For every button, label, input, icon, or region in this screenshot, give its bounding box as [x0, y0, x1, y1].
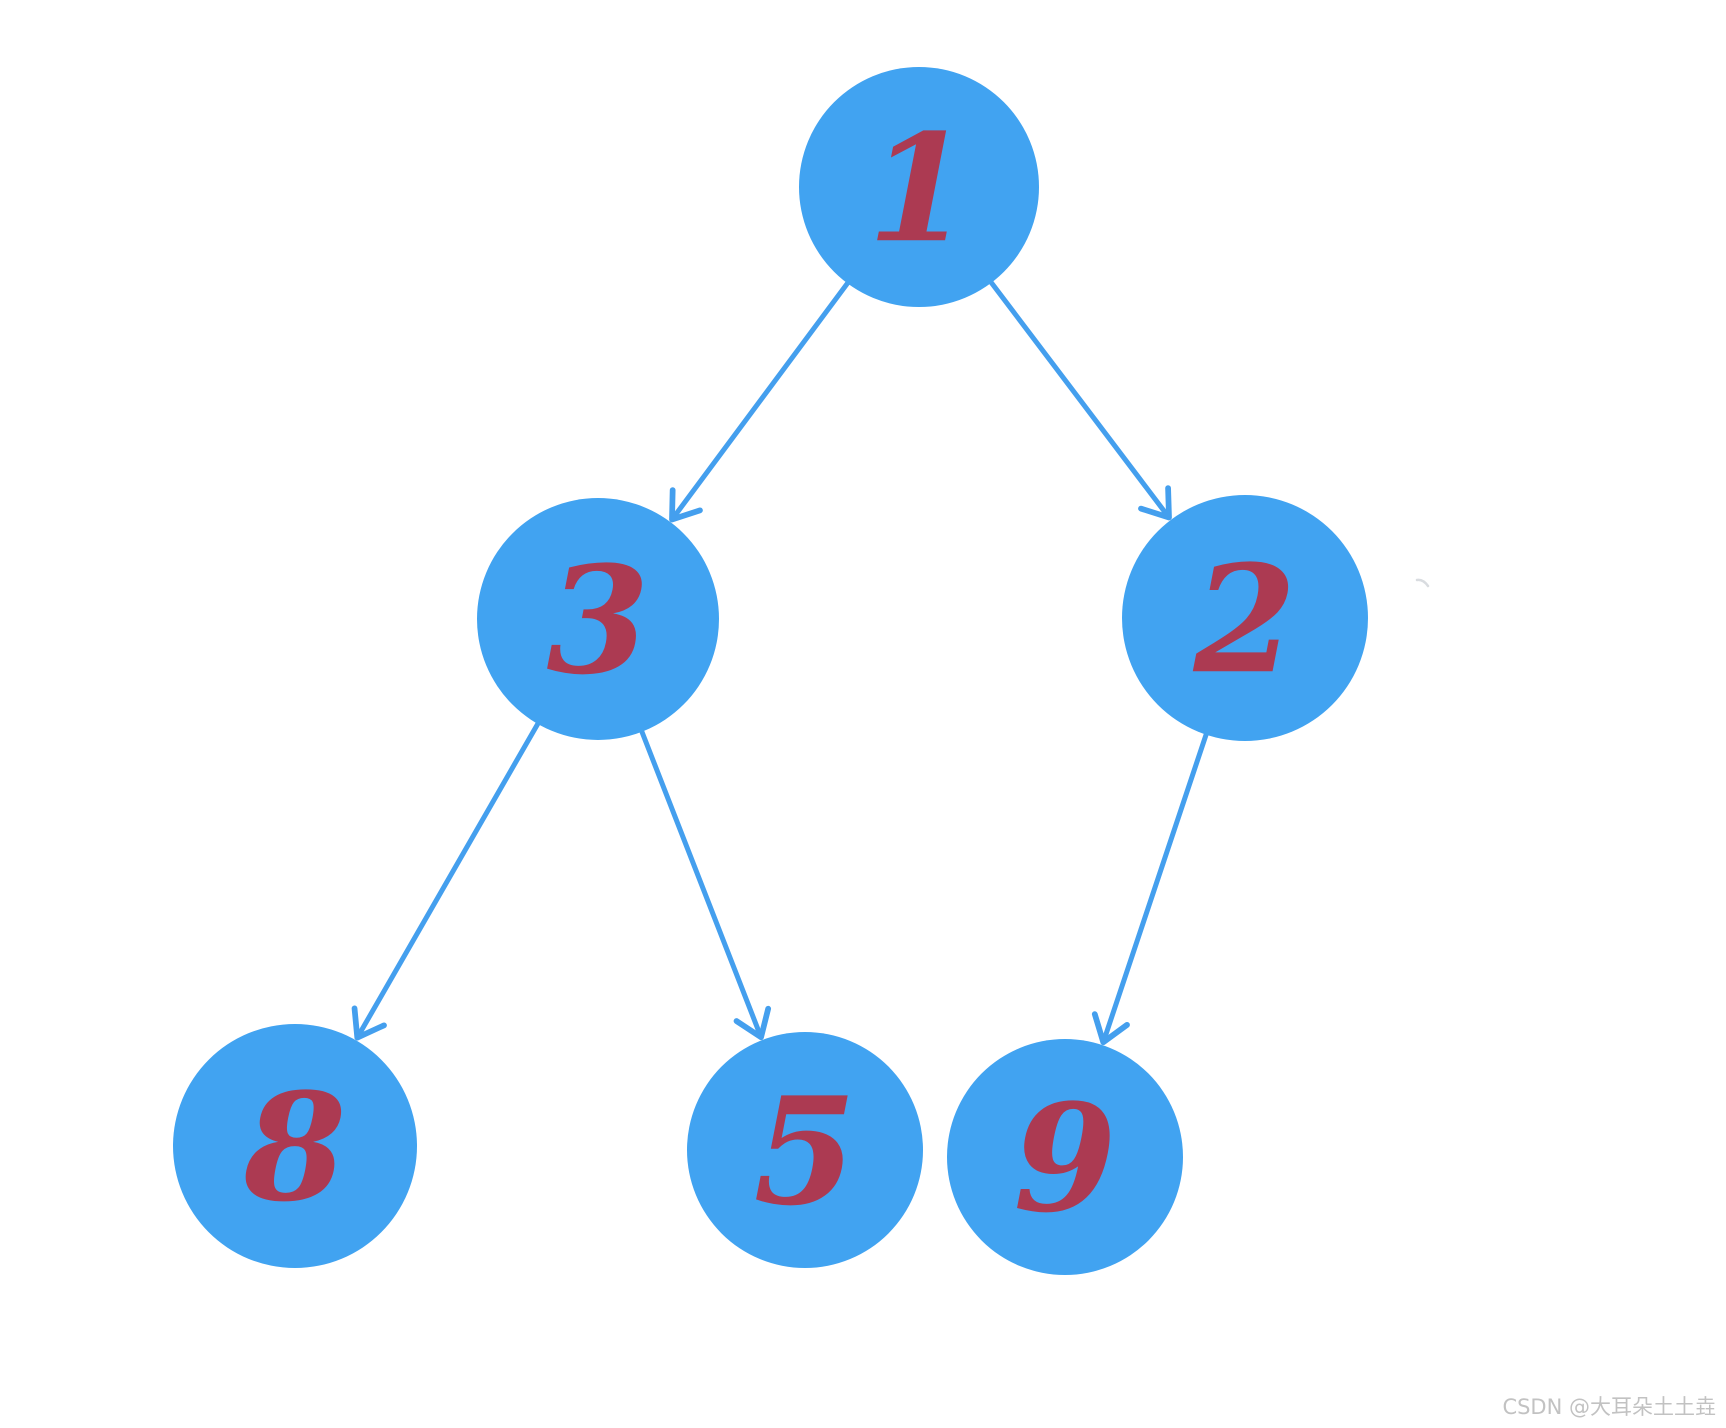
- node-value-3: 3: [547, 533, 650, 707]
- tree-node-5: 5: [687, 1032, 923, 1268]
- tree-edge-n3-n8: [351, 719, 542, 1041]
- node-circle-1: [799, 67, 1039, 307]
- tree-edge-n2-n9: [1091, 730, 1210, 1046]
- tree-edge-n1-n2: [987, 278, 1172, 521]
- tree-node-1: 1: [799, 67, 1039, 307]
- node-circle-2: [1122, 495, 1368, 741]
- tree-node-2: 2: [1122, 495, 1368, 741]
- node-circle-5: [687, 1032, 923, 1268]
- node-value-2: 2: [1193, 532, 1297, 706]
- tree-edge-n3-n5: [638, 727, 772, 1041]
- node-circle-3: [477, 498, 719, 740]
- tree-node-8: 8: [173, 1024, 417, 1268]
- node-circle-9: [947, 1039, 1183, 1275]
- edges-layer: [351, 278, 1210, 1046]
- node-value-8: 8: [243, 1060, 347, 1234]
- node-circle-8: [173, 1024, 417, 1268]
- tree-node-3: 3: [477, 498, 719, 740]
- node-value-5: 5: [754, 1064, 857, 1238]
- node-value-1: 1: [868, 101, 971, 275]
- tree-node-9: 9: [947, 1039, 1183, 1275]
- tree-edge-n1-n3: [669, 279, 852, 523]
- stray-pen-mark: [1415, 578, 1430, 588]
- node-value-9: 9: [1014, 1071, 1117, 1245]
- watermark: CSDN @大耳朵土土垚: [1502, 1395, 1716, 1419]
